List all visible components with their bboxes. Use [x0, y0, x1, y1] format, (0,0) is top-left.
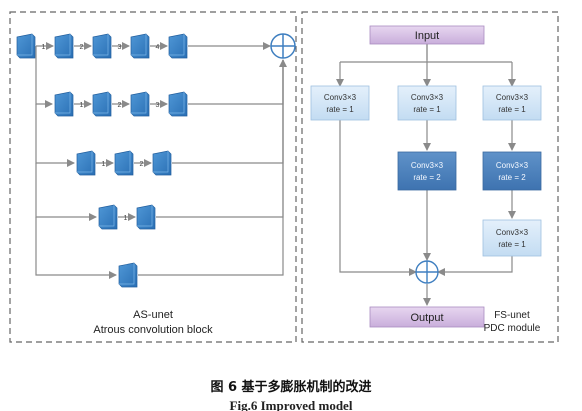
row-feed-line	[35, 217, 117, 279]
conv-box-branch2-r2: Conv3×3 rate = 2	[397, 151, 457, 191]
as-unet-title: AS-unet	[133, 309, 173, 321]
to-sum-line	[172, 60, 284, 164]
conv-box-branch2-r1: Conv3×3 rate = 1	[397, 85, 457, 121]
as-unet-panel: 1 2 3 4 1 2 3 1 2 1 AS-unet Atrous convolution bl…	[9, 11, 297, 343]
conv-box-branch1-r1: Conv3×3 rate = 1	[310, 85, 370, 121]
conv-block-edge	[169, 34, 185, 56]
conv-box-line1: Conv3×3	[411, 161, 444, 170]
conv-block-edge	[93, 34, 109, 56]
conv-box-line1: Conv3×3	[496, 161, 529, 170]
dilation-rate-label: 3	[156, 102, 160, 109]
fs-unet-subtitle: PDC module	[484, 323, 541, 334]
conv-block-edge	[169, 92, 185, 114]
conv-block-edge	[119, 263, 135, 285]
input-label: Input	[415, 30, 439, 42]
right-panel-border	[301, 11, 559, 343]
conv-box-line1: Conv3×3	[324, 93, 357, 102]
output-node: Output	[369, 306, 485, 328]
dilation-rate-label: 1	[42, 44, 46, 51]
pdc-sum-node	[415, 260, 439, 284]
figure-caption-english: Fig.6 Improved model	[229, 398, 353, 411]
dilation-rate-label: 1	[124, 215, 128, 222]
conv-block-edge	[55, 92, 71, 114]
dilation-rate-label: 1	[102, 161, 106, 168]
conv-box-line2: rate = 2	[498, 173, 526, 182]
conv-box-branch3-r3: Conv3×3 rate = 1	[482, 219, 542, 257]
conv-box-line1: Conv3×3	[411, 93, 444, 102]
conv-box-line2: rate = 1	[498, 240, 526, 249]
dilation-rate-label: 1	[80, 102, 84, 109]
conv-box-line2: rate = 1	[498, 105, 526, 114]
row-feed-line	[35, 46, 53, 108]
conv-block-edge	[55, 34, 71, 56]
conv-block-edge	[115, 151, 131, 173]
pdc-connectors	[336, 44, 516, 306]
output-label: Output	[410, 312, 443, 324]
figure-caption: 图 6 基于多膨胀机制的改进	[210, 380, 372, 395]
dilation-rate-label: 4	[156, 44, 160, 51]
to-sum-line	[188, 59, 287, 105]
conv-block-edge	[17, 34, 33, 56]
fs-unet-panel: Input Conv3×3 rate = 1 Conv3×3 rate = 1 …	[301, 11, 559, 343]
conv-box-branch3-r2: Conv3×3 rate = 2	[482, 151, 542, 191]
conv-box-line1: Conv3×3	[496, 228, 529, 237]
left-panel-border	[9, 11, 297, 343]
conv-block-edge	[131, 92, 147, 114]
dilation-rate-label: 2	[140, 161, 144, 168]
conv-block-edge	[131, 34, 147, 56]
conv-block-edge	[93, 92, 109, 114]
conv-block-edge	[153, 151, 169, 173]
conv-box-line2: rate = 2	[413, 173, 441, 182]
b3-to-sum-arrow	[437, 256, 513, 276]
to-sum-line	[138, 60, 284, 276]
fs-unet-title: FS-unet	[494, 310, 530, 321]
conv-box-line1: Conv3×3	[496, 93, 529, 102]
dilation-rate-label: 2	[118, 102, 122, 109]
to-sum-line	[156, 60, 284, 218]
b1-to-sum-arrow	[339, 120, 417, 276]
conv-block-edge	[77, 151, 93, 173]
input-node: Input	[369, 25, 485, 45]
dilation-rate-label: 2	[80, 44, 84, 51]
conv-box-line2: rate = 1	[413, 105, 441, 114]
conv-block-edge	[99, 205, 115, 227]
conv-block-edge	[137, 205, 153, 227]
conv-box-branch3-r1: Conv3×3 rate = 1	[482, 85, 542, 121]
conv-box-line2: rate = 1	[326, 105, 354, 114]
as-unet-subtitle: Atrous convolution block	[93, 324, 213, 336]
dilation-rate-label: 3	[118, 44, 122, 51]
